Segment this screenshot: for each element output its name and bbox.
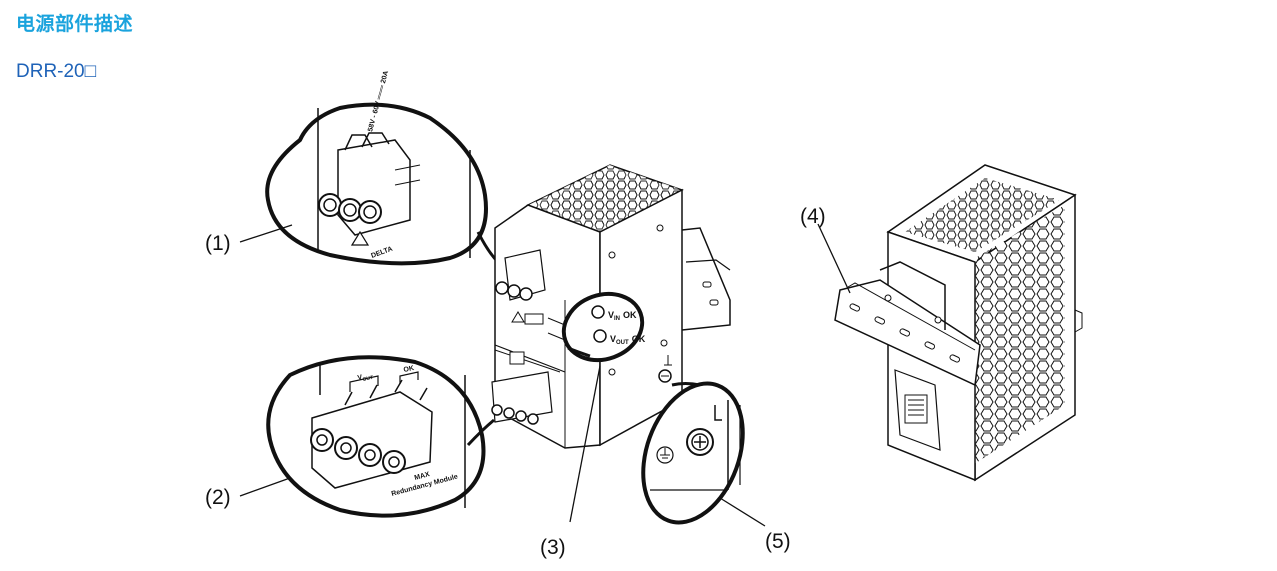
page-title: 电源部件描述 — [16, 13, 134, 35]
zoom-bottom-connector: VOUT OK MAX Redundancy Module — [266, 355, 495, 518]
zoom2-vout-label: VOUT — [357, 372, 374, 384]
model-name: DRR-20□ — [16, 61, 97, 82]
leader-lines — [239, 223, 851, 527]
zoom2-ok-label: OK — [403, 365, 415, 374]
power-supply-front-view — [491, 164, 731, 449]
callout-2: (2) — [205, 486, 231, 509]
callout-5: (5) — [765, 530, 791, 553]
callout-1: (1) — [205, 232, 231, 255]
earth-ground-icon — [656, 446, 674, 464]
zoom-top-connector: 58V - 60V ═══ 20A DELTA — [265, 70, 500, 266]
callout-4: (4) — [800, 205, 826, 228]
zoom2-max-label: MAX — [414, 471, 431, 482]
zoom-ground-terminal — [641, 381, 745, 525]
power-supply-back-view — [834, 164, 1083, 482]
callout-3: (3) — [540, 536, 566, 559]
